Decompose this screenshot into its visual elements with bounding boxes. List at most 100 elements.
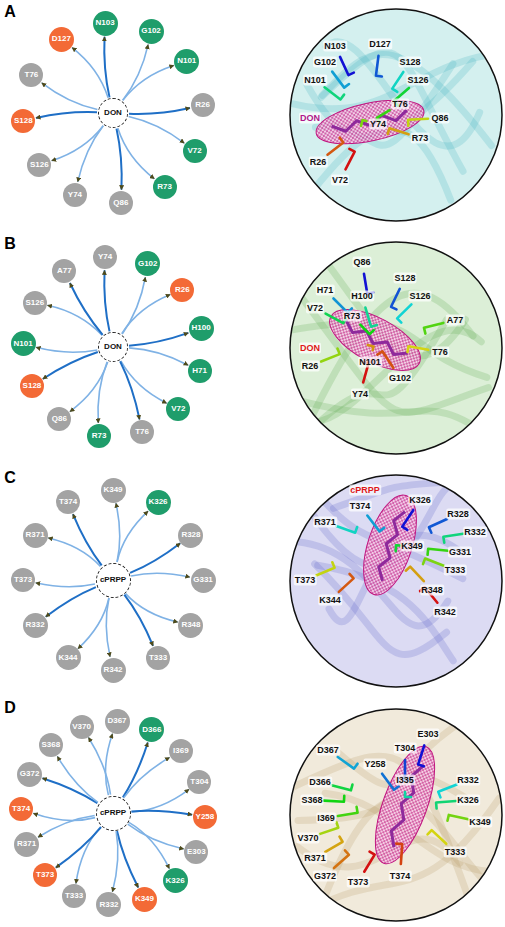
interaction-line <box>42 778 97 803</box>
residue-label: Y74 <box>369 119 387 130</box>
node-text: T373 <box>36 871 54 879</box>
node-text: Y74 <box>98 253 112 261</box>
residue-label: H100 <box>350 291 374 302</box>
residue-node: N101 <box>174 49 199 74</box>
node-text: T76 <box>135 428 149 436</box>
residue-sticks <box>325 837 342 852</box>
interaction-line <box>52 126 104 161</box>
residue-sticks <box>367 516 384 532</box>
node-text: S368 <box>42 741 61 749</box>
residue-node: V370 <box>70 715 94 739</box>
residue-node: T333 <box>62 884 86 908</box>
residue-label: T373 <box>347 877 370 888</box>
residue-label: N103 <box>323 41 347 52</box>
residue-node: V72 <box>183 139 207 163</box>
residue-node: T76 <box>130 420 154 444</box>
residue-sticks <box>316 562 334 575</box>
interaction-line <box>129 822 169 868</box>
residue-label: E303 <box>416 729 439 740</box>
node-text: D367 <box>107 717 126 725</box>
residue-sticks <box>423 559 444 566</box>
residue-node: I369 <box>169 739 193 763</box>
node-text: R348 <box>181 621 200 629</box>
interaction-line <box>112 831 117 892</box>
residue-sticks <box>332 72 349 88</box>
residue-sticks <box>368 345 374 350</box>
view-ground <box>290 242 502 454</box>
residue-node: T374 <box>9 797 33 821</box>
node-text: G331 <box>193 576 213 584</box>
node-text: R73 <box>92 432 107 440</box>
residue-sticks <box>336 526 357 533</box>
node-text: R371 <box>25 531 44 539</box>
residue-label: T76 <box>431 347 449 358</box>
residue-sticks <box>365 308 376 327</box>
interaction-line <box>123 45 148 101</box>
ligand-label: cPRPP <box>349 485 381 496</box>
residue-node: G102 <box>135 251 160 276</box>
residue-label: H71 <box>316 285 335 296</box>
residue-sticks <box>396 844 402 864</box>
residue-label: S126 <box>406 75 429 86</box>
residue-sticks <box>407 346 428 352</box>
node-text: Y258 <box>196 813 215 821</box>
residue-node: Y74 <box>63 183 87 207</box>
residue-label: S128 <box>398 57 421 68</box>
residue-sticks <box>402 510 413 530</box>
residue-sticks <box>408 119 428 126</box>
residue-node: R26 <box>191 93 215 117</box>
view-ground <box>290 9 502 221</box>
interaction-line <box>129 348 188 365</box>
residue-node: R73 <box>87 424 111 448</box>
residue-node: H100 <box>189 316 214 341</box>
residue-sticks <box>338 757 358 769</box>
residue-node: D366 <box>139 717 164 742</box>
residue-label: Y74 <box>351 389 369 400</box>
residue-node: S368 <box>39 733 63 757</box>
interaction-line <box>57 756 98 802</box>
residue-node: E303 <box>184 840 208 864</box>
residue-node: G102 <box>139 19 164 44</box>
node-text: T333 <box>65 892 83 900</box>
interaction-line <box>122 277 145 334</box>
interaction-line <box>121 361 167 403</box>
interaction-line <box>36 347 97 352</box>
residue-sticks <box>340 57 354 75</box>
residue-label: R371 <box>303 853 327 864</box>
view-ground <box>290 475 502 687</box>
interaction-line <box>70 283 103 335</box>
residue-label: V370 <box>296 833 319 844</box>
node-text: cPRPP <box>100 576 126 584</box>
node-text: DON <box>104 343 122 351</box>
node-text: G372 <box>20 770 40 778</box>
node-text: G102 <box>138 260 158 268</box>
residue-label: T333 <box>444 847 467 858</box>
interaction-line <box>47 305 102 335</box>
residue-label: A77 <box>446 315 465 326</box>
residue-sticks <box>391 289 400 310</box>
interaction-line <box>73 514 102 565</box>
ligand-node: DON <box>98 332 128 362</box>
node-text: N101 <box>177 57 196 65</box>
residue-label: R348 <box>420 585 444 596</box>
residue-sticks <box>328 138 344 155</box>
residue-sticks <box>321 349 340 362</box>
residue-label: D366 <box>308 777 332 788</box>
residue-node: S126 <box>27 153 51 177</box>
node-text: S128 <box>23 382 42 390</box>
interaction-line <box>120 361 139 419</box>
residue-node: T374 <box>56 490 80 514</box>
residue-node: R371 <box>14 832 39 857</box>
residue-label: K326 <box>408 495 432 506</box>
protein-view <box>287 242 502 454</box>
interaction-line <box>131 811 192 815</box>
residue-node: T76 <box>19 63 43 87</box>
residue-label: G102 <box>388 373 412 384</box>
ligand-sticks <box>332 110 407 131</box>
interaction-line <box>36 583 95 587</box>
interaction-line <box>123 65 174 100</box>
residue-label: T333 <box>444 565 467 576</box>
node-text: V370 <box>72 723 91 731</box>
residue-node: A77 <box>52 259 76 283</box>
